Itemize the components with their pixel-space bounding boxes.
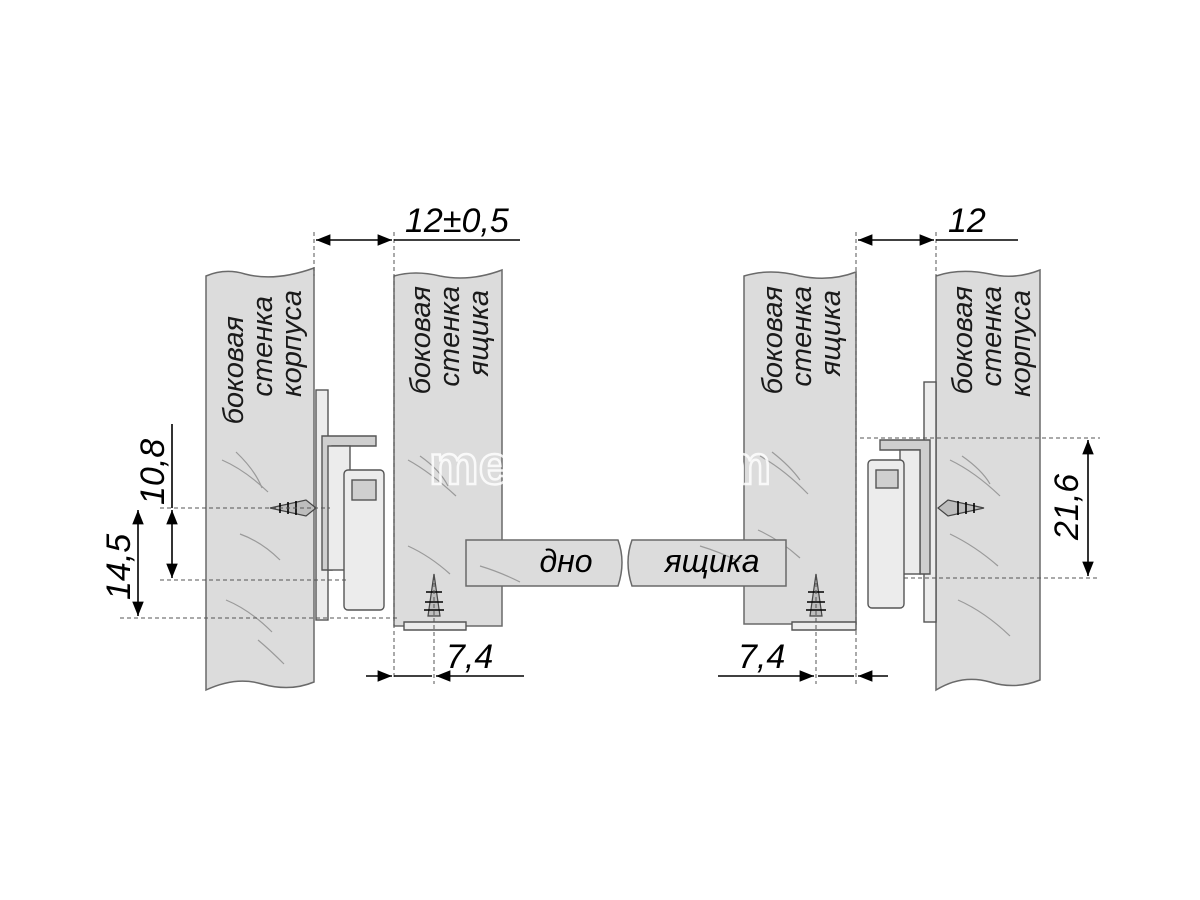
cabinet-side-left-line1: боковая — [218, 316, 250, 424]
cabinet-side-right-line1: боковая — [947, 286, 979, 394]
slide-rail-left — [315, 389, 385, 621]
cabinet-side-right-line2: стенка — [976, 286, 1008, 387]
cabinet-side-left: боковая стенка корпуса — [205, 266, 315, 692]
dimension-height-left-total: 14,5 — [100, 510, 144, 616]
drawer-side-left: боковая стенка ящика — [393, 268, 503, 627]
screw-left-bottom — [403, 573, 467, 631]
drawer-side-left-line1: боковая — [405, 286, 437, 394]
drawer-side-right-line2: стенка — [786, 286, 818, 387]
slide-rail-right — [867, 381, 937, 623]
offset-left-value: 7,4 — [446, 638, 493, 676]
drawer-side-right-line3: ящика — [815, 290, 847, 377]
drawer-bottom-label-right: ящика — [663, 543, 759, 579]
dimension-height-right: 21,6 — [1048, 440, 1094, 576]
cabinet-side-left-line3: корпуса — [276, 290, 308, 397]
gap-left-value: 12±0,5 — [405, 202, 509, 240]
extension-lines — [120, 232, 1100, 684]
drawer-bottom: дно ящика — [465, 539, 787, 587]
dimension-offset-left: 7,4 — [366, 638, 524, 682]
watermark: mebelet.com — [429, 433, 771, 496]
cabinet-side-right: боковая стенка корпуса — [935, 268, 1041, 692]
dimension-gap-left: 12±0,5 — [316, 202, 520, 246]
drawer-side-right-line1: боковая — [757, 286, 789, 394]
drawer-side-right: боковая стенка ящика — [743, 270, 857, 625]
height-left-upper-value: 10,8 — [134, 439, 172, 505]
cabinet-side-left-line2: стенка — [247, 296, 279, 397]
gap-right-value: 12 — [948, 202, 986, 240]
height-right-value: 21,6 — [1048, 474, 1086, 541]
cabinet-side-right-line3: корпуса — [1005, 290, 1037, 397]
drawer-side-left-line2: стенка — [434, 286, 466, 387]
dimension-height-left-upper: 10,8 — [134, 424, 178, 578]
dimension-gap-right: 12 — [858, 202, 1018, 246]
screw-right-bottom — [791, 573, 857, 631]
screw-right-cabinet — [937, 499, 985, 517]
offset-right-value: 7,4 — [738, 638, 785, 676]
height-left-total-value: 14,5 — [100, 534, 138, 600]
drawer-side-left-line3: ящика — [463, 290, 495, 377]
drawer-bottom-label-left: дно — [539, 543, 592, 579]
dimension-offset-right: 7,4 — [718, 638, 888, 682]
